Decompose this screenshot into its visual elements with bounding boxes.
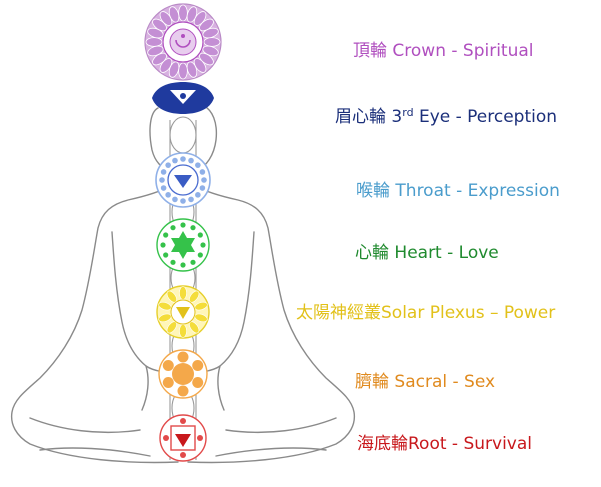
figure-arm-right [217,231,255,411]
label-root-english: Root - Survival [408,434,532,454]
throatDots-item [199,169,206,175]
heartDots-item [197,232,203,238]
throatDots-item [180,156,186,162]
figure-body-right [187,185,356,464]
solarPetals-item [179,286,187,300]
heartDots-item [200,242,206,248]
throatDots-item [199,185,206,191]
throatDots-item [195,162,201,168]
crownPetals-item [178,62,188,80]
sacralPetals-item [162,360,174,371]
sacralPetals-item [177,351,189,363]
solarPetals-item [166,321,177,334]
rootDots-item [197,435,203,441]
throatDots-item [195,192,201,198]
heartDots-item [190,225,196,231]
label-sacral-english: Sacral - Sex [394,372,496,392]
label-root: 海底輪Root - Survival [357,433,532,455]
solarPetals-item [179,324,187,338]
figure-arm-left [111,231,149,411]
throatDots-item [188,196,194,203]
label-sacral: 臍輪 Sacral - Sex [355,371,495,393]
heartDots-item [190,259,196,265]
rootDots-item [180,452,186,458]
solarPetals-item [189,290,200,303]
label-third-eye-superscript: rd [402,106,414,119]
throatDots-item [188,157,194,164]
sacralPetals-item [192,377,204,388]
figure-body-left [10,185,179,464]
heartDots-item [160,242,166,248]
solarPetals-item [166,290,177,303]
throat-chakra-symbol [155,152,211,208]
heartDots-item [163,252,169,258]
label-heart: 心輪 Heart - Love [355,242,499,264]
throatDots-item [165,192,171,198]
sacralPetals-item [162,377,174,388]
label-solar-plexus-english: Solar Plexus – Power [381,303,556,323]
label-throat-english: Throat - Expression [395,181,560,201]
label-third-eye-english: Eye - Perception [418,107,558,127]
label-sacral-chinese: 臍輪 [355,372,389,392]
throatDots-item [180,198,186,204]
throatDots-item [159,177,165,183]
heartDots-item [180,262,186,268]
sacral-chakra-symbol [158,349,208,399]
heart-chakra-symbol [156,218,210,272]
throatDots-item [160,185,167,191]
third-eye-chakra-symbol [152,82,214,114]
solarPetals-item [189,321,200,334]
crownPetals-item [178,4,188,22]
label-solar-plexus: 太陽神經叢Solar Plexus – Power [296,302,555,324]
heartDots-item [197,252,203,258]
heartDots-item [170,259,176,265]
label-crown-english: Crown - Spiritual [392,41,534,61]
heartDots-item [170,225,176,231]
throatDots-item [172,196,178,203]
rootDots-item [163,435,169,441]
label-throat: 喉輪 Throat - Expression [356,180,560,202]
label-third-eye: 眉心輪 3rd Eye - Perception [335,102,557,128]
solar-plexus-chakra-symbol [156,285,210,339]
throatDots-item [160,169,167,175]
heartDots-item [163,232,169,238]
label-solar-plexus-chinese: 太陽神經叢 [296,303,381,323]
label-third-eye-chinese: 眉心輪 [335,107,386,127]
root-chakra-symbol [159,414,207,462]
crownPetals-item [145,37,163,47]
label-crown: 頂輪 Crown - Spiritual [353,40,534,62]
crownPetals-item [168,6,180,23]
label-heart-chinese: 心輪 [355,243,389,263]
sacralPetals-item [177,385,189,397]
figure-legs [29,417,337,457]
crown-chakra-symbol [144,3,222,81]
label-crown-chinese: 頂輪 [353,41,387,61]
label-third-eye-number: 3 [391,107,403,127]
throatDots-item [201,177,207,183]
label-root-chinese: 海底輪 [357,434,408,454]
throatDots-item [165,162,171,168]
crownPetals-item [203,37,221,47]
sacralPetals-item [192,360,204,371]
label-throat-chinese: 喉輪 [356,181,390,201]
rootDots-item [180,418,186,424]
label-heart-english: Heart - Love [394,243,499,263]
throatDots-item [172,157,178,164]
heartDots-item [180,222,186,228]
